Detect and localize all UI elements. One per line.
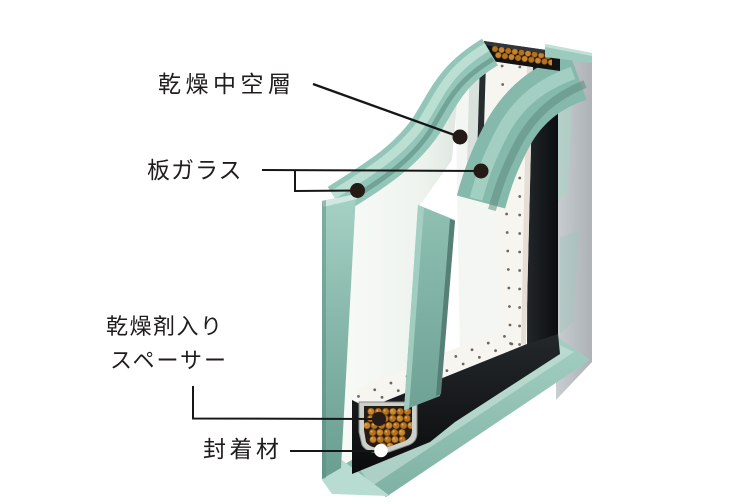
label-desiccant-spacer-line1: 乾燥剤入り xyxy=(106,314,224,339)
marker-dot-desiccant xyxy=(372,412,386,426)
marker-dot-glass-front xyxy=(350,183,365,198)
left-edge-line xyxy=(322,200,326,479)
left-edge-bevel xyxy=(322,194,357,207)
leader-lines xyxy=(192,82,482,452)
leader-glass-rear xyxy=(261,169,482,172)
marker-dots xyxy=(350,129,489,458)
label-sealant: 封着材 xyxy=(203,437,283,462)
top-slab-rim xyxy=(484,41,560,56)
edge-light-line xyxy=(404,205,424,410)
top-edge-highlight xyxy=(545,44,592,56)
label-air-layer: 乾燥中空層 xyxy=(158,72,296,97)
front-pane-face xyxy=(340,90,458,472)
marker-dot-glass-rear xyxy=(473,163,489,179)
front-pane-cut-band xyxy=(327,38,499,214)
front-pane-left-edge xyxy=(322,194,356,479)
leader-desiccant-spacer xyxy=(192,386,380,420)
edge-dark-line xyxy=(436,219,455,396)
leader-air-layer xyxy=(312,82,461,139)
label-desiccant-spacer-line2: スペーサー xyxy=(110,348,229,373)
rear-pane-face xyxy=(455,56,506,360)
label-glass-pane: 板ガラス xyxy=(147,158,243,183)
leader-glass-front xyxy=(294,171,358,193)
side-reflection xyxy=(560,229,579,334)
marker-dot-air-layer xyxy=(452,129,468,145)
marker-dot-sealant xyxy=(374,443,388,458)
